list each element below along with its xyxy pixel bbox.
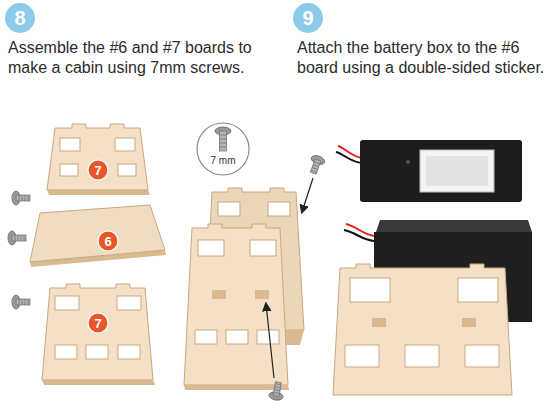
number-text: 9	[292, 8, 324, 28]
number-text: 8	[4, 8, 36, 28]
instruction-text: Attach the battery box to the #6 board u…	[297, 38, 545, 78]
step-number: 9	[292, 2, 324, 34]
screw	[12, 295, 30, 309]
leader-arrow	[302, 178, 313, 212]
step-number: 8	[4, 2, 36, 34]
circle-outline	[196, 122, 250, 176]
battery-box-on-board	[333, 220, 532, 395]
callout-number: 7	[87, 312, 109, 334]
screw	[8, 231, 26, 245]
number-text: 6	[97, 235, 119, 248]
instruction-text: Assemble the #6 and #7 boards to make a …	[8, 38, 270, 78]
board-7	[47, 124, 150, 195]
number-text: 7	[87, 164, 109, 177]
battery-box	[336, 140, 522, 202]
board-7	[42, 284, 155, 385]
screw-size-callout: 7 mm	[196, 122, 250, 176]
board-6	[30, 205, 166, 267]
assembled-cabin	[184, 188, 304, 390]
leader-arrow	[266, 304, 274, 378]
number-text: 7	[87, 317, 109, 330]
screw	[12, 191, 30, 205]
callout-number: 6	[97, 230, 119, 252]
callout-number: 7	[87, 159, 109, 181]
dimension-text: 7 mm	[196, 156, 250, 166]
